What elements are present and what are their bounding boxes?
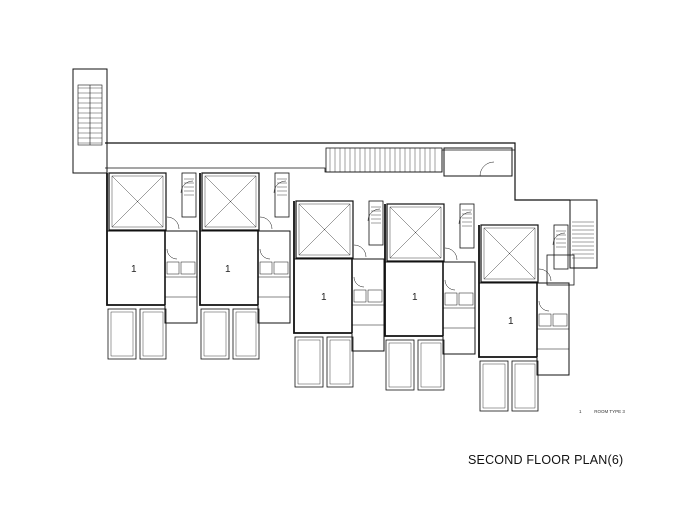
balcony-left-inner: [110, 311, 134, 357]
room-label-unit-2: 1: [225, 264, 231, 275]
door-swing: [444, 247, 458, 261]
balcony-left-inner: [203, 311, 227, 357]
door-swing: [458, 211, 472, 225]
balcony-right-inner: [235, 311, 257, 357]
dwelling-unit-2: [199, 172, 291, 360]
light-well-inner: [298, 203, 351, 256]
light-well: [108, 172, 167, 231]
circulation-layer: [72, 68, 598, 286]
light-well: [295, 200, 354, 259]
toilet: [353, 289, 367, 303]
stair-core: [72, 68, 108, 174]
door-swing: [538, 300, 550, 312]
balcony-right-inner: [142, 311, 164, 357]
stair-landing: [546, 254, 575, 286]
door-swing: [444, 279, 456, 291]
legend-key: 1: [579, 409, 582, 414]
void-cross: [389, 206, 442, 259]
toilet: [444, 292, 458, 306]
door-swing: [166, 216, 180, 230]
balcony-right-inner: [420, 342, 442, 388]
units-layer: [106, 172, 570, 412]
entry-niche: [274, 172, 290, 218]
stair-core-right: [569, 199, 598, 269]
toilet: [259, 261, 273, 275]
basin: [273, 261, 289, 275]
door-swing: [166, 248, 178, 260]
door-swing: [479, 161, 495, 177]
light-well: [201, 172, 260, 231]
balcony-right: [232, 308, 260, 360]
balcony-right: [511, 360, 539, 412]
balcony-left: [107, 308, 137, 360]
legend-description: ROOM TYPE 3: [594, 409, 625, 414]
balcony-left-inner: [482, 363, 506, 409]
corridor-inner-edge: [105, 149, 515, 173]
void-cross: [111, 175, 164, 228]
door-swing: [259, 248, 271, 260]
balcony-left: [294, 336, 324, 388]
dwelling-unit-3: [293, 200, 385, 388]
light-well-inner: [483, 227, 536, 280]
unit-wall: [293, 201, 352, 334]
light-well: [480, 224, 539, 283]
balcony-right: [139, 308, 167, 360]
door-swing: [273, 180, 287, 194]
balcony-right-inner: [329, 339, 351, 385]
balcony-right: [417, 339, 445, 391]
toilet: [166, 261, 180, 275]
door-swing: [353, 276, 365, 288]
basin: [180, 261, 196, 275]
unit-wall: [384, 204, 443, 337]
plan-title: SECOND FLOOR PLAN(6): [468, 453, 624, 467]
room-label-unit-3: 1: [321, 292, 327, 303]
entry-niche: [553, 224, 569, 270]
balcony-left-inner: [297, 339, 321, 385]
light-well-inner: [389, 206, 442, 259]
light-well-inner: [204, 175, 257, 228]
light-well-inner: [111, 175, 164, 228]
balcony-left: [200, 308, 230, 360]
balcony-right: [326, 336, 354, 388]
dwelling-unit-5: [478, 224, 570, 412]
door-swing: [367, 208, 381, 222]
toilet: [538, 313, 552, 327]
basin: [552, 313, 568, 327]
light-well: [386, 203, 445, 262]
corridor-stair: [325, 147, 443, 173]
room-label-unit-5: 1: [508, 316, 514, 327]
balcony-left: [385, 339, 415, 391]
door-swing: [180, 180, 194, 194]
basin: [458, 292, 474, 306]
balcony-left: [479, 360, 509, 412]
void-cross: [483, 227, 536, 280]
entry-niche: [459, 203, 475, 249]
dwelling-unit-4: [384, 203, 476, 391]
basin: [367, 289, 383, 303]
dwelling-unit-1: [106, 172, 198, 360]
corridor-edge: [105, 142, 570, 201]
door-swing: [353, 244, 367, 258]
void-cross: [298, 203, 351, 256]
unit-wall: [199, 173, 258, 306]
plan-legend: 1 ROOM TYPE 3: [579, 409, 625, 414]
room-label-unit-4: 1: [412, 292, 418, 303]
entry-niche: [368, 200, 384, 246]
unit-wall: [106, 173, 165, 306]
room-label-unit-1: 1: [131, 264, 137, 275]
unit-wall: [478, 225, 537, 358]
utility-room: [443, 147, 513, 177]
entry-niche: [181, 172, 197, 218]
void-cross: [204, 175, 257, 228]
door-swing: [538, 268, 552, 282]
door-swing: [552, 232, 566, 246]
balcony-right-inner: [514, 363, 536, 409]
balcony-left-inner: [388, 342, 412, 388]
door-swing: [259, 216, 273, 230]
